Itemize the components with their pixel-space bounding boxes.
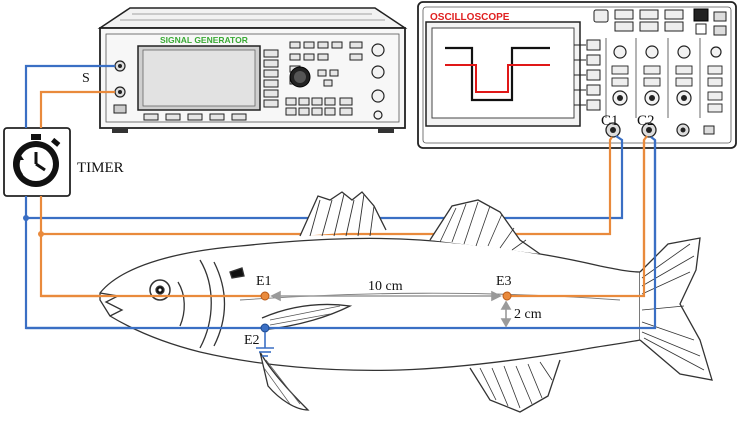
dimension-vertical <box>500 300 512 328</box>
signal-generator-label: SIGNAL GENERATOR <box>160 35 248 45</box>
ground-icon <box>256 332 274 357</box>
label-e3: E3 <box>496 274 512 289</box>
electrode-e3 <box>502 291 512 301</box>
wire-blue-source <box>24 64 115 128</box>
timer: TIMER <box>3 127 124 197</box>
electrodes: E1 E3 E2 <box>244 274 512 357</box>
label-e1: E1 <box>256 274 272 289</box>
scope-trace-ch2 <box>445 64 550 93</box>
label-e2: E2 <box>244 333 260 348</box>
timer-label: TIMER <box>77 160 124 176</box>
wire-orange-source <box>39 90 115 128</box>
fish-illustration <box>99 191 713 413</box>
scope-trace-ch1 <box>445 46 550 102</box>
electrode-e2 <box>260 323 270 333</box>
signal-generator: SIGNAL GENERATOR <box>97 7 408 133</box>
scope-input-c2 <box>641 122 657 138</box>
oscilloscope: OSCILLOSCOPE <box>417 1 737 149</box>
oscilloscope-label: OSCILLOSCOPE <box>430 12 510 23</box>
label-source: S <box>82 71 90 86</box>
dimension-horizontal <box>270 290 502 302</box>
electrode-e1 <box>260 291 270 301</box>
label-distance-horizontal: 10 cm <box>368 279 403 294</box>
label-c2: C2 <box>637 113 655 129</box>
scope-input-c1 <box>605 122 621 138</box>
label-c1: C1 <box>601 113 619 129</box>
label-distance-vertical: 2 cm <box>514 307 542 322</box>
